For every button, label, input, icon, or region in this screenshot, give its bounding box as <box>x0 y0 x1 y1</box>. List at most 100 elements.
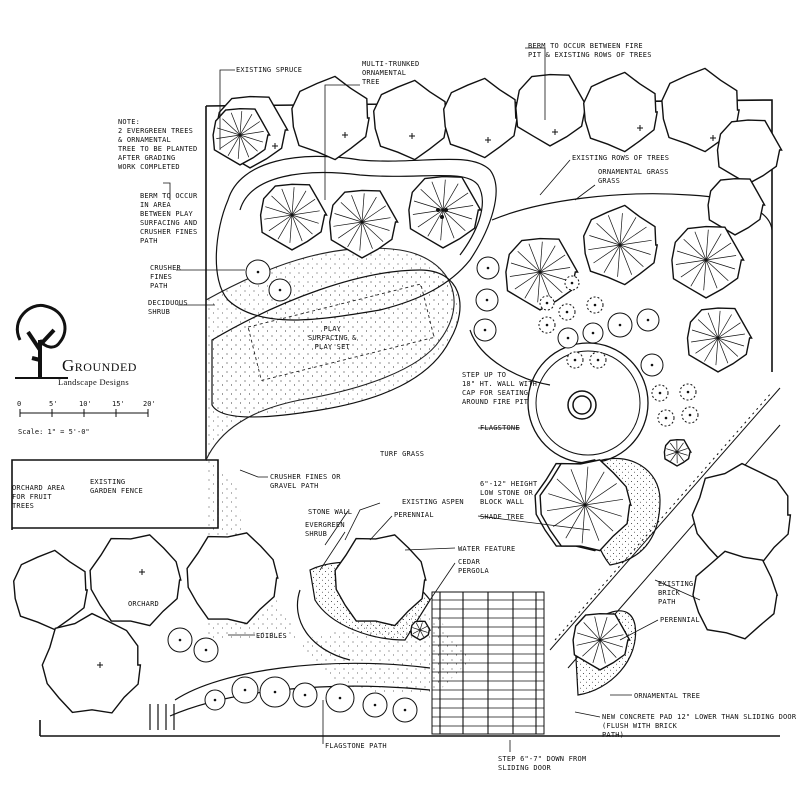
label-existing-brick-path: Existing brick path <box>658 580 694 606</box>
orchard-tree <box>89 534 182 627</box>
aspen-canopy <box>334 534 427 627</box>
cedar-pergola <box>431 591 545 735</box>
label-shade-tree: Shade tree <box>480 513 525 521</box>
tree-center-marker <box>637 125 643 131</box>
berm-outline <box>215 155 497 321</box>
evergreen-tree <box>671 225 745 299</box>
evergreen-tree <box>259 183 328 251</box>
shrub <box>193 637 219 663</box>
evergreen-tree <box>505 237 579 311</box>
shrub <box>231 676 259 704</box>
shrub <box>167 627 193 653</box>
shrub <box>640 353 664 377</box>
ornamental-tree <box>410 620 432 641</box>
label-flagstone: Flagstone <box>480 424 520 432</box>
label-flagstone-path: Flagstone path <box>325 742 387 750</box>
scale-tick-10: 10' <box>79 400 92 408</box>
label-perennial: Perennial <box>394 511 434 519</box>
shrub <box>362 692 388 718</box>
evergreen-tree <box>408 175 482 249</box>
shrub <box>636 308 660 332</box>
label-concrete-pad: New concrete pad 12" lower than sliding … <box>602 713 797 739</box>
evergreen-tree <box>582 204 659 286</box>
shrub <box>557 327 579 349</box>
label-orchard: Orchard <box>128 600 159 608</box>
brand-name: Grounded <box>62 356 137 375</box>
shrub <box>582 322 604 344</box>
label-multi-trunked: Multi-trunked ornamental tree <box>362 60 420 86</box>
shrub-circles <box>167 208 699 723</box>
shrub <box>657 409 675 427</box>
orchard-tree <box>186 532 279 625</box>
tree-center-marker <box>272 143 278 149</box>
existing-tree <box>515 73 589 147</box>
tree-center-marker <box>552 129 558 135</box>
fire-pit <box>527 342 649 464</box>
shrub <box>292 682 318 708</box>
play-surfacing <box>211 269 461 418</box>
label-berm-fire: Berm to occur between fire pit & existin… <box>528 42 652 59</box>
shrub <box>325 683 355 713</box>
label-edibles: Edibles <box>256 632 287 640</box>
shrub <box>589 351 607 369</box>
shrub <box>651 384 669 402</box>
label-crusher-fines-path: Crusher fines path <box>150 264 181 290</box>
label-cedar-pergola: Cedar pergola <box>458 558 489 575</box>
scale-label: Scale: 1" = 5'-0" <box>18 428 90 436</box>
shrub <box>607 312 633 338</box>
label-existing-spruce: Existing spruce <box>236 66 303 74</box>
shrub <box>539 295 555 311</box>
shade-tree <box>692 550 779 640</box>
tree-center-marker <box>710 135 716 141</box>
scale-tick-0: 0 <box>17 400 22 408</box>
orchard-tree <box>12 549 89 631</box>
evergreen-tree <box>212 107 271 166</box>
leader-lines <box>163 47 701 752</box>
shrub <box>392 697 418 723</box>
existing-tree <box>582 71 659 153</box>
label-step-down: Step 6"-7" down from sliding door <box>498 755 587 772</box>
tree-center-marker <box>97 662 103 668</box>
label-berm-play: Berm to occur in area between play surfa… <box>140 192 198 245</box>
tree-center-marker <box>409 133 415 139</box>
shrub <box>586 296 604 314</box>
label-water-feature: Water feature <box>458 545 516 553</box>
label-play-surfacing: Play surfacing & play set <box>308 325 357 351</box>
scale-bar <box>19 409 149 417</box>
existing-tree <box>661 67 740 153</box>
tree-logo-icon <box>15 303 68 379</box>
existing-tree <box>291 75 370 161</box>
ornamental-tree <box>663 438 693 467</box>
label-perennial-right: Perennial <box>660 616 700 624</box>
scale-tick-5: 5' <box>49 400 58 408</box>
evergreen-tree <box>686 307 753 373</box>
existing-tree <box>707 177 766 236</box>
evergreen-tree <box>328 189 399 259</box>
label-crusher-or-gravel: Crusher fines or gravel path <box>270 473 341 490</box>
shrub <box>679 383 697 401</box>
shade-tree <box>691 462 792 564</box>
multi-trunked-tree <box>436 208 448 219</box>
label-stone-wall: Stone wall <box>308 508 353 516</box>
shrub <box>566 351 584 369</box>
scale-tick-20: 20' <box>143 400 156 408</box>
shrub <box>245 259 271 285</box>
existing-tree <box>372 79 449 161</box>
tree-center-marker <box>139 569 145 575</box>
shrub <box>204 689 226 711</box>
label-turf-grass: Turf grass <box>380 450 425 458</box>
shrub <box>475 288 499 312</box>
label-ornamental-grass: Ornamental grass grass <box>598 168 669 185</box>
tree-center-marker <box>485 137 491 143</box>
orchard-tree <box>41 612 142 714</box>
shade-tree <box>572 612 631 671</box>
shrub <box>476 256 500 280</box>
shrub <box>564 275 580 291</box>
tree-canopies <box>12 67 792 714</box>
shade-tree <box>539 459 632 552</box>
label-step-up: Step up to 18" ht. wall with cap for sea… <box>462 371 538 406</box>
scale-tick-15: 15' <box>112 400 125 408</box>
tree-markers <box>97 125 716 668</box>
label-existing-fence: Existing garden fence <box>90 478 143 495</box>
